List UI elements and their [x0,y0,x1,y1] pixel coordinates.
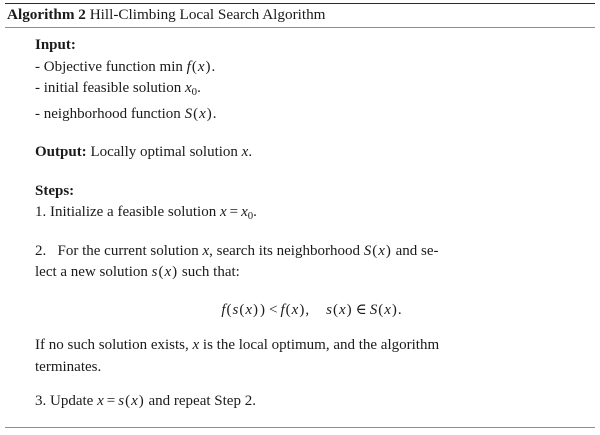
step-3-text-before: Update [46,393,98,410]
input-item-objective-prefix: - Objective function [35,58,160,75]
algorithm-title: Hill-Climbing Local Search Algorithm [89,6,326,23]
input-item-objective: - Objective function min f(x). [35,57,588,79]
note-line1-b: is the local optimum, and the algorithm [199,337,440,354]
equation-rhs: f(x) [280,301,305,318]
output-text-before: Locally optimal solution [86,144,242,161]
input-item-objective-suffix: . [211,58,216,75]
step-1-text-after: . [253,204,257,221]
algorithm-float: Algorithm 2 Hill-Climbing Local Search A… [5,0,595,428]
min-operator: min [159,58,183,75]
step-1: 1. Initialize a feasible solution x=x0. [35,202,588,228]
spacer-before-bottom-rule [5,413,595,427]
step-2-line1-c: and se- [391,242,439,259]
equation-comma: , [305,301,310,318]
spacer-after-input [35,125,588,142]
output-solution-math: x [241,144,249,161]
step-1-math: x=x0 [219,204,254,223]
step-1-text-before: Initialize a feasible solution [46,204,220,221]
equation-lhs: f(s(x)) [221,301,266,318]
input-item-initial-solution: - initial feasible solution x0. [35,78,588,104]
note-solution-math: x [192,337,200,354]
equation-member-lhs: s(x) [326,301,352,318]
spacer-before-equation [35,284,588,294]
output-text-after: . [248,144,253,161]
equation-period: . [397,301,402,318]
step-2-current-solution-math: x [202,242,210,259]
output-heading: Output: [35,144,87,161]
input-item-initial-suffix: . [197,80,201,96]
step-2-new-solution-math: s(x) [151,264,178,281]
spacer-before-step-2 [35,228,588,241]
equation-member-relation: ∈ [355,301,367,318]
display-equation: f(s(x))<f(x), s(x)∈S(x). [35,294,588,326]
algorithm-caption: Algorithm 2 Hill-Climbing Local Search A… [5,4,595,27]
step-2-neighborhood-math: S(x) [363,242,391,259]
input-item-neighborhood-prefix: - neighborhood function [35,105,185,122]
objective-function-math: f(x) [186,58,211,75]
algorithm-label: Algorithm 2 [7,6,86,23]
note-line2: terminates. [35,358,102,375]
spacer-after-output [35,164,588,181]
input-item-initial-prefix: - initial feasible solution [35,80,185,96]
step-3-text-after: and repeat Step 2. [144,393,256,410]
termination-note: If no such solution exists, x is the loc… [35,335,588,378]
note-line1-a: If no such solution exists, [35,337,193,354]
spacer-after-equation [35,325,588,335]
input-item-neighborhood: - neighborhood function S(x). [35,104,588,126]
caption-rule [5,27,595,28]
step-2-line1-a: For the current solution [57,242,203,259]
step-2-number: 2. [35,242,47,259]
equation-relation: < [269,301,278,318]
neighborhood-function-math: S(x) [184,105,212,122]
input-item-neighborhood-suffix: . [212,105,217,122]
algorithm-body: Input: - Objective function min f(x). - … [5,28,595,413]
steps-heading: Steps: [35,182,75,199]
bottom-rule [5,426,595,428]
step-2: 2. For the current solution x, search it… [35,241,588,284]
output-line: Output: Locally optimal solution x. [35,142,588,164]
step-2-line2-a: lect a new solution [35,264,152,281]
step-3-math: x=s(x) [97,393,144,410]
equation-member-rhs: S(x) [369,301,397,318]
step-2-line2-b: such that: [178,264,240,281]
initial-solution-math: x0 [184,80,198,99]
step-2-line1-b: , search its neighborhood [209,242,364,259]
top-rule [5,3,595,4]
step-3-number: 3. [35,393,47,410]
input-heading: Input: [35,37,76,53]
step-1-number: 1. [35,204,47,221]
spacer-before-step-3 [35,378,588,391]
step-3: 3. Update x=s(x) and repeat Step 2. [35,391,588,413]
